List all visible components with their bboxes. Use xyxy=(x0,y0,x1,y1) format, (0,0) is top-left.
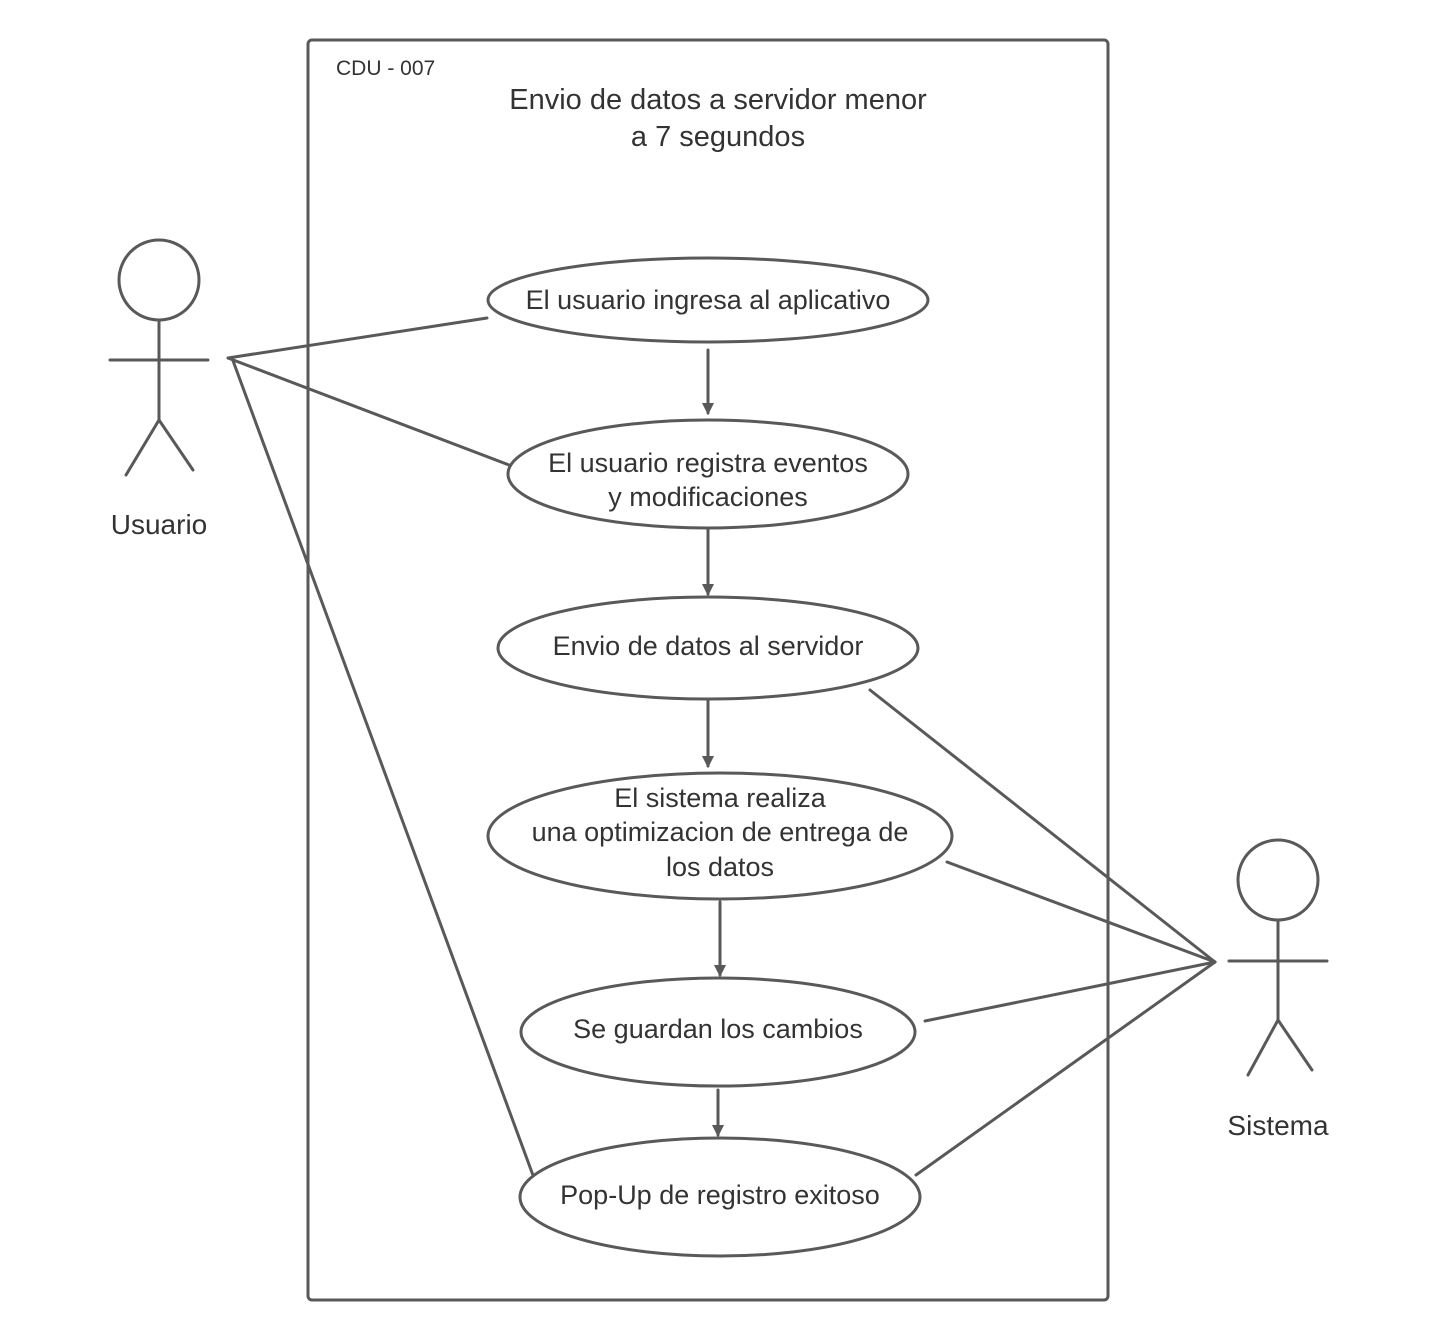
use-case-label: una optimizacion de entrega de xyxy=(532,817,909,847)
use-case-label: El usuario ingresa al aplicativo xyxy=(526,285,891,315)
use-case-popup-registro: Pop-Up de registro exitoso xyxy=(518,1136,922,1258)
actor-label: Usuario xyxy=(111,509,207,540)
use-case-envio-datos: Envio de datos al servidor xyxy=(496,595,920,701)
actor-usuario: Usuario xyxy=(108,238,210,540)
use-case-label: los datos xyxy=(666,852,774,882)
use-case-registra-eventos: El usuario registra eventos y modificaci… xyxy=(506,418,910,530)
use-case-optimizacion: El sistema realiza una optimizacion de e… xyxy=(486,771,954,901)
system-boundary xyxy=(306,38,1110,1302)
actor-label: Sistema xyxy=(1227,1110,1329,1141)
association-sistema-uc4 xyxy=(945,860,1217,964)
use-case-ingresa-aplicativo: El usuario ingresa al aplicativo xyxy=(486,256,930,344)
use-case-label: Envio de datos al servidor xyxy=(553,631,864,661)
stick-figure-icon xyxy=(108,238,210,477)
use-case-label: Se guardan los cambios xyxy=(573,1014,863,1044)
use-case-guardan-cambios: Se guardan los cambios xyxy=(519,976,917,1088)
stick-figure-icon xyxy=(1227,838,1329,1077)
use-case-label: El usuario registra eventos xyxy=(548,448,868,478)
use-case-label: Pop-Up de registro exitoso xyxy=(560,1180,880,1210)
association-usuario-uc2 xyxy=(226,356,511,467)
association-usuario-uc6 xyxy=(230,356,536,1180)
use-case-id: CDU - 007 xyxy=(336,57,435,80)
use-case-label: y modificaciones xyxy=(608,482,808,512)
association-sistema-uc5 xyxy=(923,960,1217,1023)
use-case-label: El sistema realiza xyxy=(614,783,827,813)
actor-sistema: Sistema xyxy=(1227,838,1329,1141)
association-sistema-uc6 xyxy=(914,960,1217,1177)
system-title-line-1: Envio de datos a servidor menor xyxy=(509,84,927,116)
association-usuario-uc1 xyxy=(226,316,489,360)
system-title-line-2: a 7 segundos xyxy=(631,121,805,153)
association-sistema-uc3 xyxy=(868,688,1217,964)
